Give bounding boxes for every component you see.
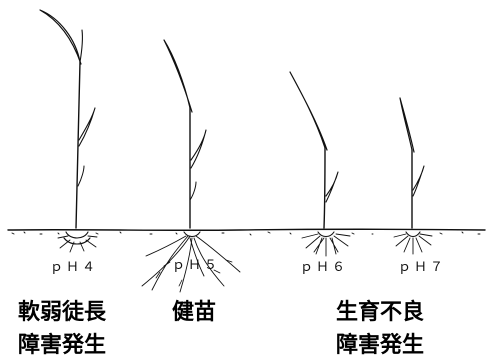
label-ph4: ｐＨ４	[50, 256, 98, 275]
seedling-ph6	[290, 72, 350, 256]
seedling-ph4	[40, 10, 97, 252]
label-ph5: ｐＨ５	[172, 254, 220, 273]
label-ph6: ｐＨ６	[300, 256, 348, 275]
soil-surface	[8, 229, 485, 235]
label-ph7: ｐＨ７	[398, 256, 446, 275]
note-ph5-line1: 健苗	[172, 296, 216, 329]
seedling-ph7	[394, 98, 432, 254]
note-ph4-line1: 軟弱徒長	[18, 296, 106, 329]
note-ph4-line2: 障害発生	[18, 329, 106, 361]
note-ph67-line1: 生育不良	[336, 296, 424, 329]
note-ph67-line2: 障害発生	[336, 329, 424, 361]
